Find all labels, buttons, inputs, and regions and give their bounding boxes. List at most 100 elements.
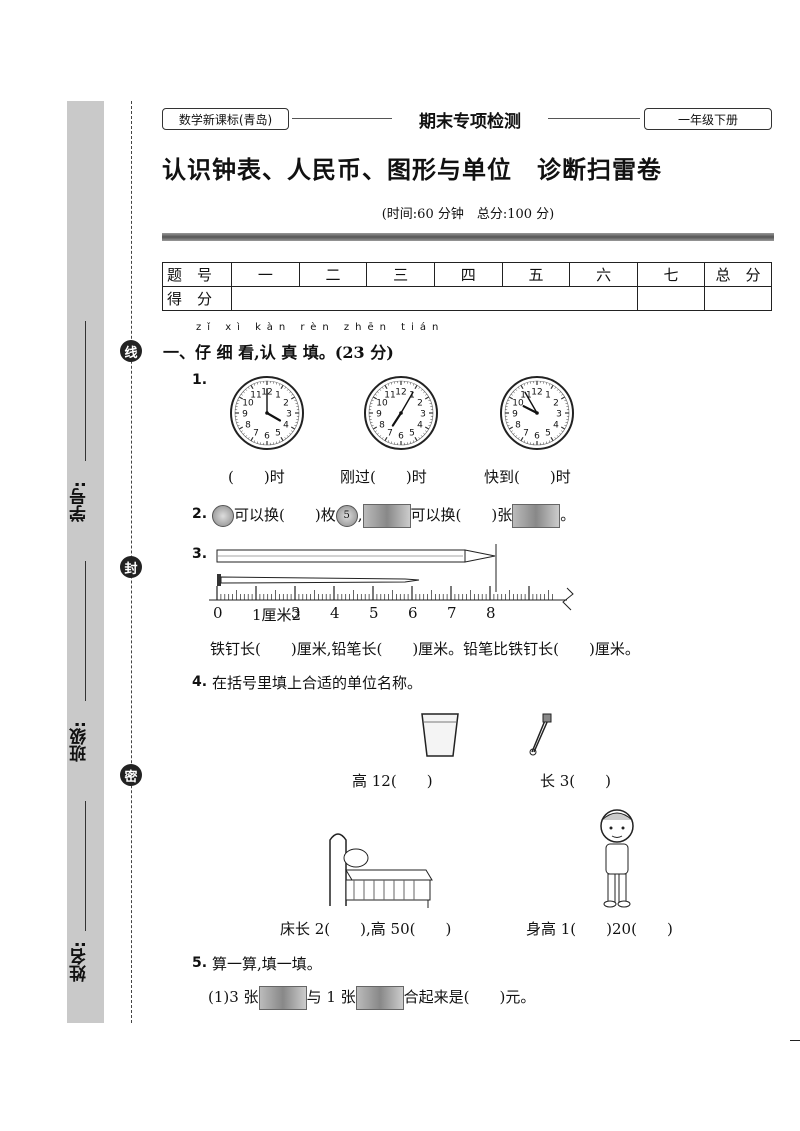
title-divider <box>162 233 774 241</box>
svg-text:7: 7 <box>523 429 529 439</box>
q2-text-4: 。 <box>560 506 576 524</box>
score-value-row: 得 分 <box>162 286 772 311</box>
score-input-total[interactable] <box>704 286 772 311</box>
score-cell: 六 <box>569 262 638 287</box>
svg-text:9: 9 <box>376 410 382 420</box>
q5-sub1-part-a: (1)3 张 <box>208 988 259 1006</box>
q2-text-2: , <box>357 506 363 524</box>
page-edge-mark <box>790 1040 800 1041</box>
score-cell: 五 <box>501 262 571 287</box>
svg-text:5: 5 <box>409 429 415 439</box>
student-id-label: 学号: <box>70 481 90 522</box>
q3-number: 3. <box>192 546 208 562</box>
height-blank[interactable]: 身高 1( )20( ) <box>526 920 673 938</box>
svg-text:1: 1 <box>275 390 281 400</box>
page-title: 认识钟表、人民币、图形与单位 诊断扫雷卷 <box>162 156 662 184</box>
svg-text:1: 1 <box>545 390 551 400</box>
seal-secret-mark: 密 <box>120 764 142 786</box>
svg-text:10: 10 <box>376 399 388 409</box>
ruler-label: 0 <box>213 604 223 622</box>
header-title: 期末专项检测 <box>419 112 521 132</box>
q3-question[interactable]: 铁钉长( )厘米,铅笔长( )厘米。铅笔比铁钉长( )厘米。 <box>210 640 640 658</box>
grade-tag: 一年级下册 <box>644 108 772 130</box>
boy-icon <box>600 809 634 908</box>
ruler <box>209 586 574 611</box>
svg-text:6: 6 <box>398 432 404 442</box>
q5-sub1-part-c[interactable]: 合起来是( )元。 <box>403 988 536 1006</box>
banknote-icon <box>258 986 307 1010</box>
score-input-main[interactable] <box>231 286 638 311</box>
banknote-icon <box>362 504 411 528</box>
banknote-icon <box>355 986 404 1010</box>
score-cell: 七 <box>637 262 705 287</box>
svg-text:4: 4 <box>283 421 289 431</box>
banknote-icon <box>512 504 561 528</box>
section-pinyin: zǐ xì kàn rèn zhēn tián <box>196 322 445 333</box>
q2-number: 2. <box>192 506 208 522</box>
svg-text:7: 7 <box>387 429 393 439</box>
score-cell: 三 <box>366 262 435 287</box>
pencil-icon <box>216 549 496 563</box>
svg-text:2: 2 <box>417 399 423 409</box>
q5-sub1: (1)3 张与 1 张合起来是( )元。 <box>208 986 535 1010</box>
svg-text:2: 2 <box>283 399 289 409</box>
score-table: 题 号 一 二 三 四 五 六 七 总 分 得 分 <box>162 262 772 311</box>
svg-text:1: 1 <box>409 390 415 400</box>
ruler-label-row: 0 1厘米2 3 4 5 6 7 8 <box>205 604 585 624</box>
score-cell: 二 <box>298 262 368 287</box>
svg-text:3: 3 <box>420 410 426 420</box>
q4-instruction: 在括号里填上合适的单位名称。 <box>212 674 423 692</box>
svg-text:9: 9 <box>242 410 248 420</box>
score-header-row: 题 号 一 二 三 四 五 六 七 总 分 <box>162 262 772 287</box>
svg-text:10: 10 <box>242 399 254 409</box>
safety-pin-icon <box>529 713 552 756</box>
q1-blank-2[interactable]: 刚过( )时 <box>340 468 427 486</box>
score-cell: 总 分 <box>704 262 772 287</box>
ruler-label: 4 <box>330 604 340 622</box>
name-label: 姓名: <box>70 941 90 982</box>
svg-text:8: 8 <box>379 421 385 431</box>
svg-text:11: 11 <box>250 390 261 400</box>
class-line <box>85 561 86 701</box>
ruler-label: 8 <box>486 604 496 622</box>
pin-length-blank[interactable]: 长 3( ) <box>540 772 612 790</box>
score-cell: 一 <box>231 262 300 287</box>
q1-blank-1[interactable]: ( )时 <box>228 468 285 486</box>
textbook-tag: 数学新课标(青岛) <box>162 108 289 130</box>
seal-line-mark: 线 <box>120 340 142 362</box>
svg-text:3: 3 <box>556 410 562 420</box>
ruler-figure <box>209 544 574 611</box>
cup-icon <box>421 713 459 757</box>
q2-text-1[interactable]: 可以换( )枚 <box>234 506 336 524</box>
svg-text:8: 8 <box>245 421 251 431</box>
class-label: 班级: <box>70 721 90 762</box>
q5-number: 5. <box>192 955 208 971</box>
one-yuan-coin-icon <box>212 505 234 527</box>
score-label: 得 分 <box>162 286 232 311</box>
svg-text:11: 11 <box>384 390 395 400</box>
q2-text-3[interactable]: 可以换( )张 <box>410 506 513 524</box>
ruler-label: 3 <box>291 604 301 622</box>
svg-text:12: 12 <box>395 388 406 398</box>
seal-seal-mark: 封 <box>120 556 142 578</box>
score-cell: 四 <box>433 262 503 287</box>
cup-height-blank[interactable]: 高 12( ) <box>352 772 433 790</box>
svg-text:6: 6 <box>534 432 540 442</box>
svg-text:5: 5 <box>545 429 551 439</box>
bed-blank[interactable]: 床长 2( ),高 50( ) <box>280 920 452 938</box>
five-jiao-coin-icon: 5 <box>335 505 358 527</box>
svg-text:9: 9 <box>512 410 518 420</box>
svg-text:3: 3 <box>286 410 292 420</box>
score-input-7[interactable] <box>637 286 705 311</box>
binding-sidebar: 学号: 班级: 姓名: <box>67 101 104 1023</box>
bed-icon <box>329 833 433 908</box>
q1-blank-3[interactable]: 快到( )时 <box>484 468 571 486</box>
ruler-label: 6 <box>408 604 418 622</box>
time-info: (时间:60 分钟 总分:100 分) <box>381 207 555 222</box>
q5-instruction: 算一算,填一填。 <box>212 955 322 973</box>
ruler-label: 1厘米2 <box>252 606 302 624</box>
svg-text:8: 8 <box>515 421 521 431</box>
